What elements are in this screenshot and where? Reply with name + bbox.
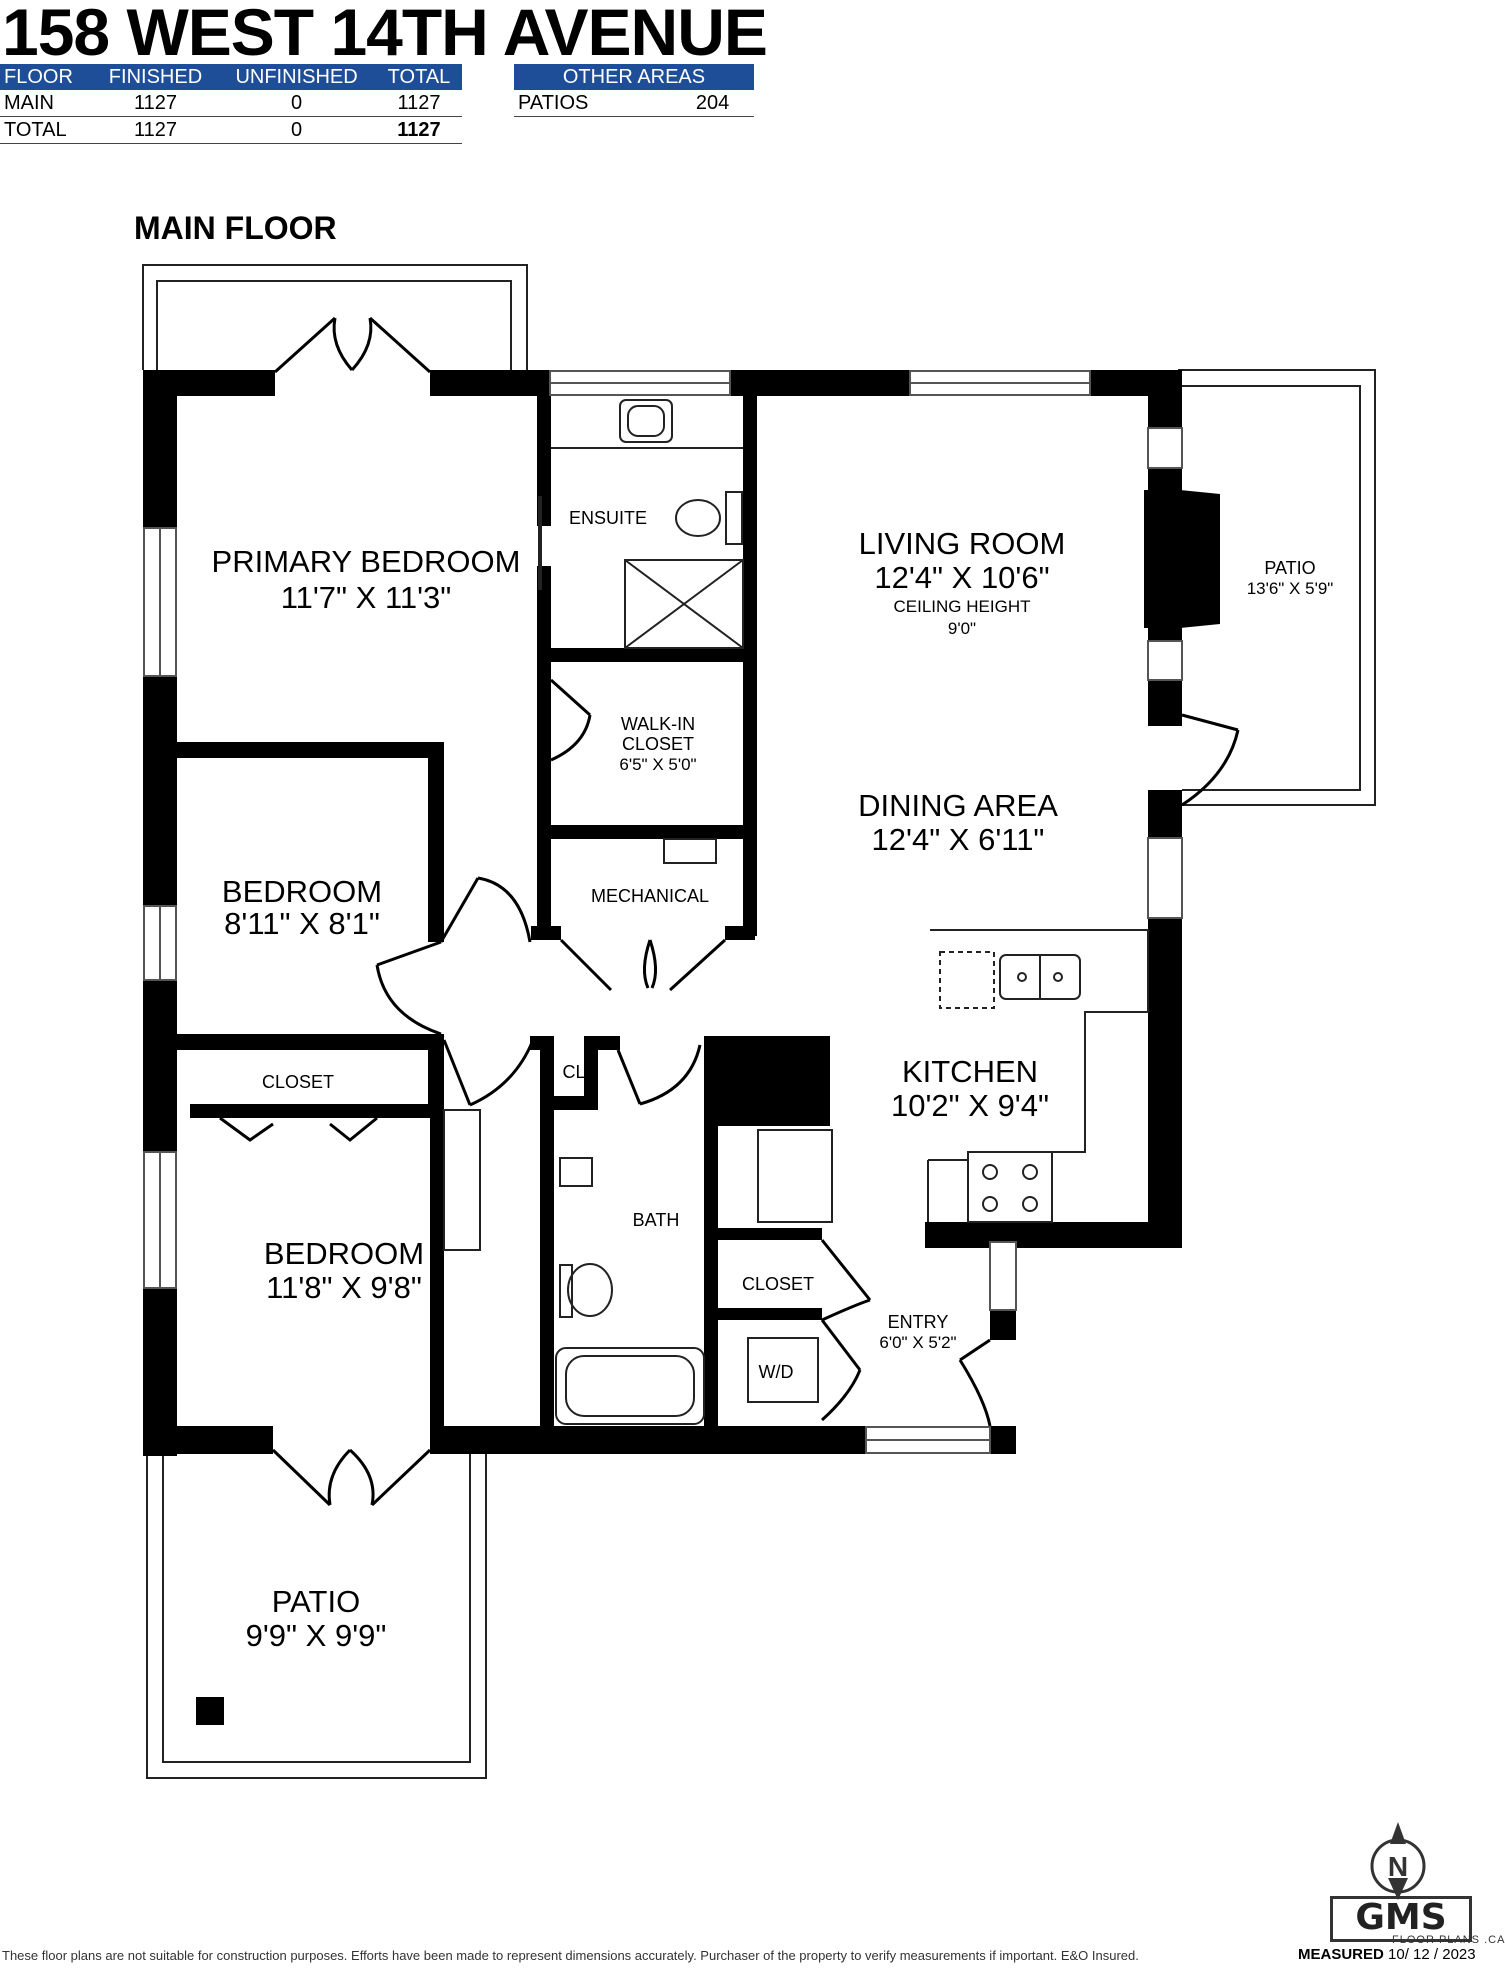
patio-south-dims: 9'9" X 9'9" — [246, 1618, 387, 1653]
primary-bedroom-name: PRIMARY BEDROOM — [212, 544, 521, 579]
living-room-ceiling-label: CEILING HEIGHT — [894, 597, 1031, 616]
patio-south-name: PATIO — [272, 1584, 360, 1619]
table-row: TOTAL 1127 0 1127 — [0, 116, 462, 144]
patio-east-dims: 13'6" X 5'9" — [1247, 579, 1334, 598]
other-areas-header-row: OTHER AREAS — [514, 64, 754, 90]
patio-outlines — [142, 264, 1376, 1779]
walls — [143, 370, 1220, 1456]
walk-in-closet-name-2: CLOSET — [622, 734, 694, 754]
measured-label: MEASURED — [1298, 1946, 1384, 1963]
row-floor: TOTAL — [0, 116, 94, 144]
bedroom-1-name: BEDROOM — [222, 874, 382, 909]
compass-letter: N — [1388, 1851, 1408, 1882]
header-unfinished: UNFINISHED — [217, 64, 376, 90]
compass-icon: N — [1370, 1822, 1426, 1900]
table-row: PATIOS 204 — [514, 90, 754, 117]
header-total: TOTAL — [375, 64, 462, 90]
doors — [219, 316, 1240, 1507]
floor-area-header-row: FLOOR FINISHED UNFINISHED TOTAL — [0, 64, 462, 90]
bath-name: BATH — [633, 1210, 680, 1230]
windows — [143, 370, 1183, 1454]
row-total: 1127 — [375, 116, 462, 144]
dining-area-dims: 12'4" X 6'11" — [872, 822, 1045, 857]
living-room-name: LIVING ROOM — [859, 526, 1066, 561]
kitchen-name: KITCHEN — [902, 1054, 1038, 1089]
page-title: 158 WEST 14TH AVENUE — [2, 0, 768, 69]
bedroom-closet-name: CLOSET — [262, 1072, 334, 1092]
row-area-value: 204 — [671, 90, 754, 117]
header-floor: FLOOR — [0, 64, 94, 90]
row-finished: 1127 — [93, 90, 218, 117]
bedroom-1-dims: 8'11" X 8'1" — [224, 906, 380, 941]
table-row: MAIN 1127 0 1127 — [0, 90, 462, 117]
ensuite-name: ENSUITE — [569, 508, 647, 528]
row-unfinished: 0 — [217, 90, 376, 117]
dining-area-name: DINING AREA — [858, 788, 1058, 823]
disclaimer: These floor plans are not suitable for c… — [2, 1948, 1139, 1963]
entry-closet-name: CLOSET — [742, 1274, 814, 1294]
patio-post — [196, 1697, 224, 1725]
living-room-ceiling-value: 9'0" — [948, 619, 976, 638]
washer-dryer-name: W/D — [759, 1362, 794, 1382]
row-finished: 1127 — [93, 116, 218, 144]
other-areas-table: OTHER AREAS PATIOS 204 — [514, 64, 754, 117]
row-total: 1127 — [375, 90, 462, 117]
measured-stamp: MEASURED 10/ 12 / 2023 — [1298, 1946, 1476, 1963]
walk-in-closet-dims: 6'5" X 5'0" — [619, 755, 696, 774]
gms-logo-subtext: FLOOR PLANS .CA — [1392, 1934, 1505, 1946]
header-finished: FINISHED — [93, 64, 218, 90]
fixtures — [443, 399, 1149, 1425]
patio-east-name: PATIO — [1264, 558, 1315, 578]
primary-bedroom-dims: 11'7" X 11'3" — [281, 580, 452, 615]
walk-in-closet-name-1: WALK-IN — [621, 714, 695, 734]
row-unfinished: 0 — [217, 116, 376, 144]
cl-name: CL — [562, 1062, 585, 1082]
entry-dims: 6'0" X 5'2" — [879, 1333, 956, 1352]
bedroom-2-dims: 11'8" X 9'8" — [266, 1270, 422, 1305]
room-labels: PRIMARY BEDROOM 11'7" X 11'3" ENSUITE LI… — [212, 508, 1334, 1653]
row-area-name: PATIOS — [514, 90, 672, 117]
gms-logo: GMS — [1330, 1896, 1472, 1942]
floor-area-table: FLOOR FINISHED UNFINISHED TOTAL MAIN 112… — [0, 64, 462, 144]
entry-name: ENTRY — [888, 1312, 949, 1332]
row-floor: MAIN — [0, 90, 94, 117]
header-other-areas: OTHER AREAS — [514, 64, 754, 90]
bedroom-2-name: BEDROOM — [264, 1236, 424, 1271]
measured-date: 10/ 12 / 2023 — [1388, 1946, 1476, 1963]
section-title: MAIN FLOOR — [134, 210, 337, 246]
mechanical-name: MECHANICAL — [591, 886, 709, 906]
living-room-dims: 12'4" X 10'6" — [874, 560, 1049, 595]
kitchen-dims: 10'2" X 9'4" — [891, 1088, 1049, 1123]
